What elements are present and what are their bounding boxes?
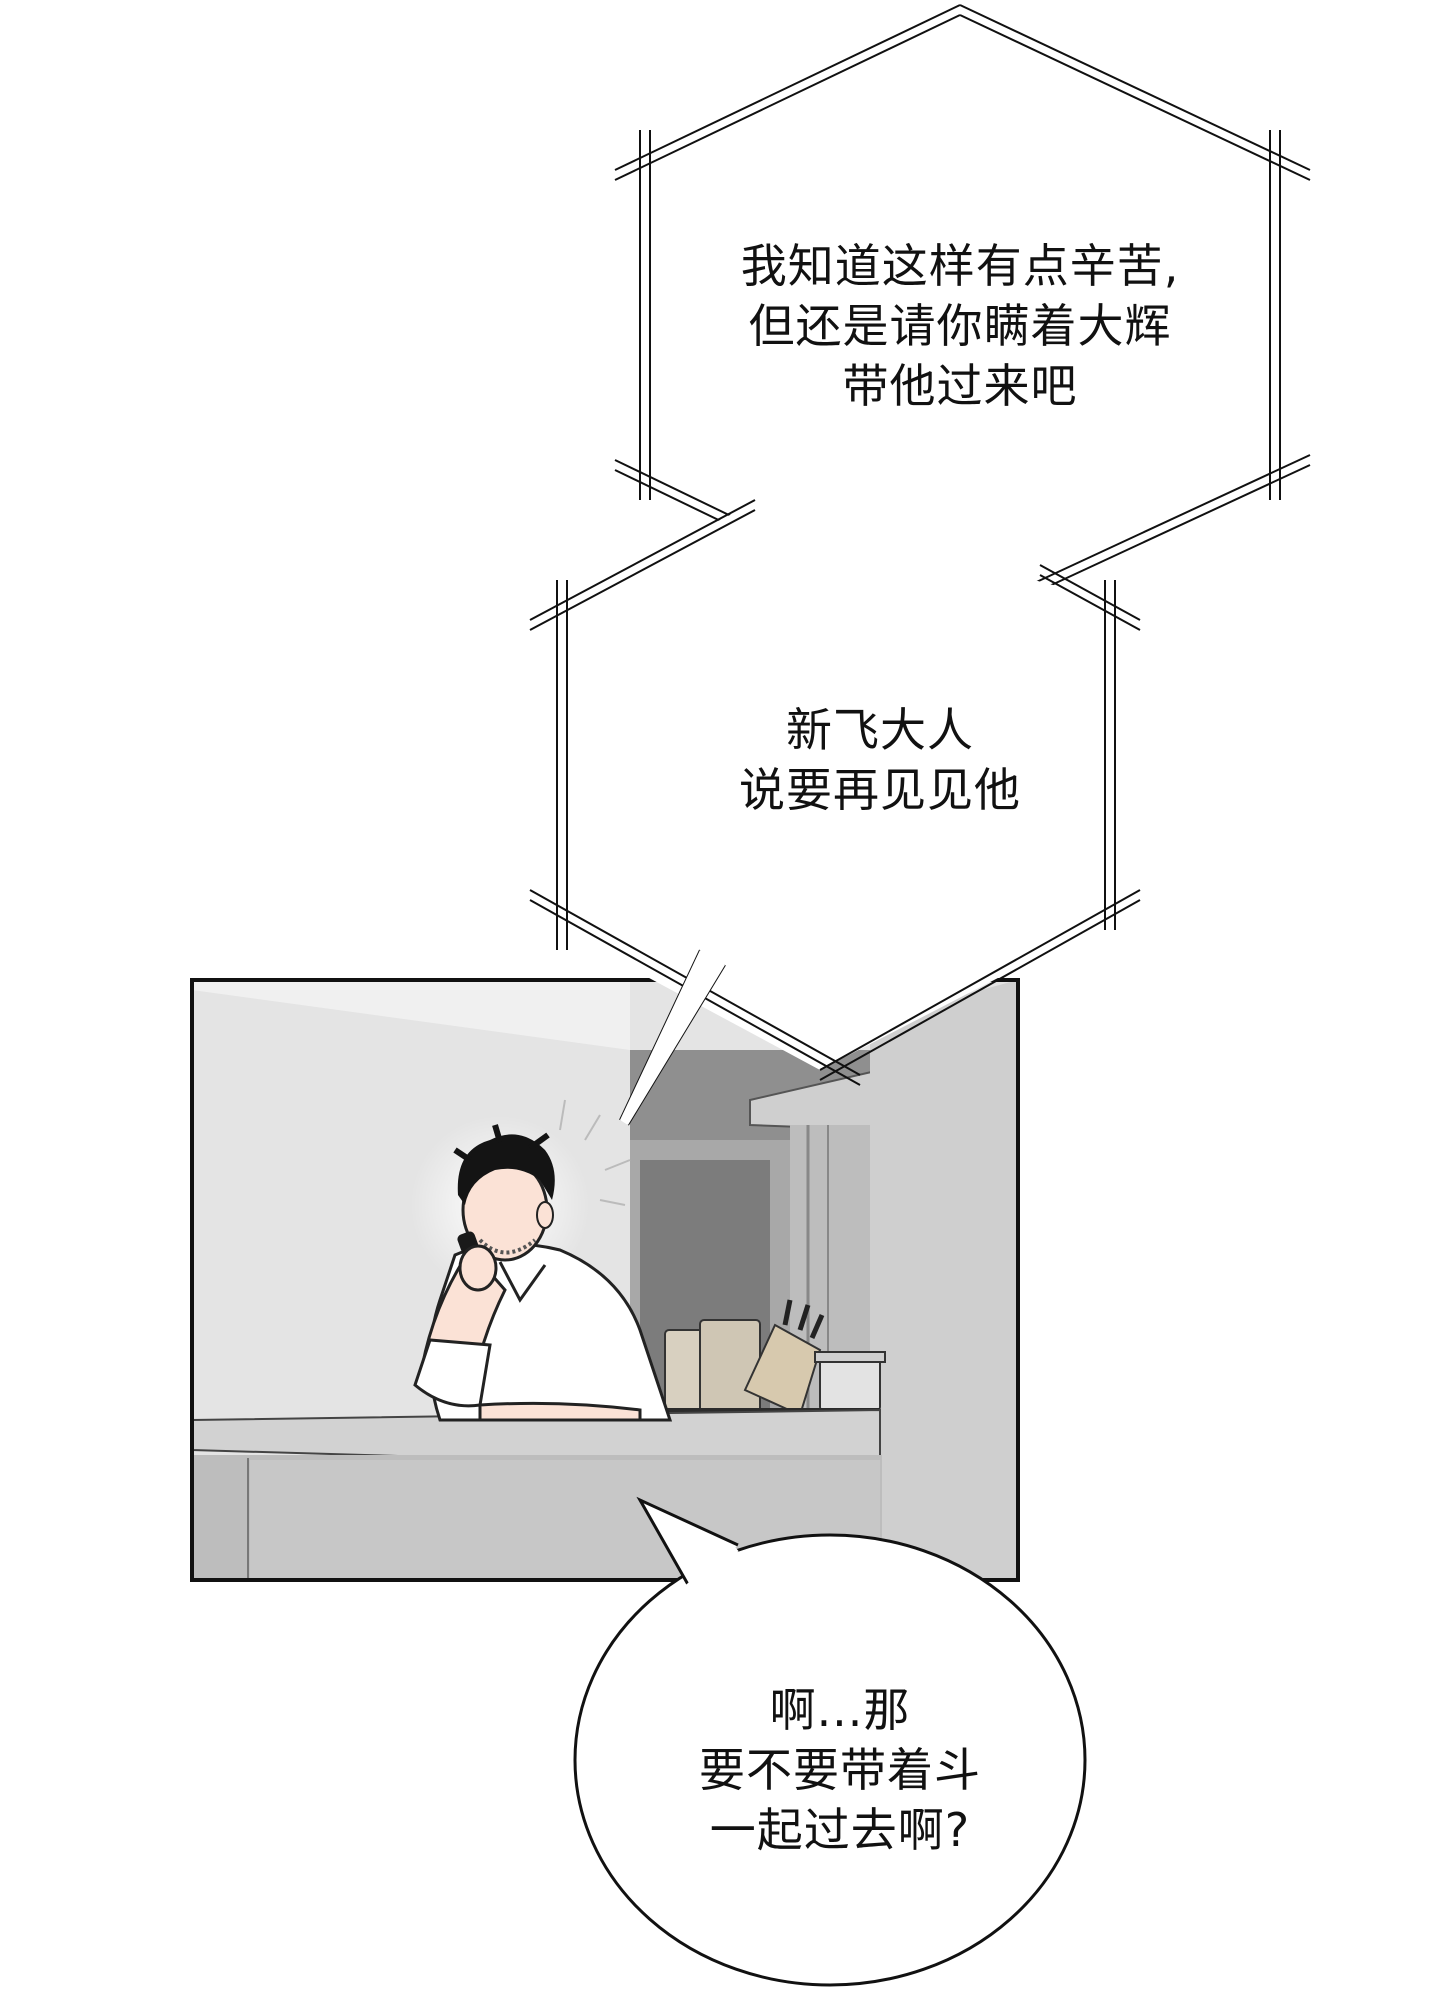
telepathy-middle-line-1: 新飞大人 xyxy=(786,703,974,757)
telepathy-top-line-2: 但还是请你瞒着大辉 xyxy=(748,299,1172,353)
telepathy-bubble-middle xyxy=(529,499,1141,1126)
speech-bottom-text: 啊...那 要不要带着斗 一起过去啊? xyxy=(600,1680,1080,1860)
telepathy-top-line-1: 我知道这样有点辛苦, xyxy=(740,239,1180,293)
man-on-phone-illustration xyxy=(410,1099,673,1422)
speech-bubble-bottom xyxy=(573,1496,1087,1987)
telepathy-middle-text: 新飞大人 说要再见见他 xyxy=(620,700,1140,820)
telepathy-top-line-3: 带他过来吧 xyxy=(842,359,1078,413)
speech-bottom-line-1: 啊...那 xyxy=(769,1683,911,1737)
telepathy-bubble-top xyxy=(614,4,1311,596)
telepathy-top-text: 我知道这样有点辛苦, 但还是请你瞒着大辉 带他过来吧 xyxy=(660,236,1260,416)
speech-bottom-line-2: 要不要带着斗 xyxy=(699,1743,981,1797)
kitchen-panel xyxy=(190,978,1020,1582)
telepathy-middle-line-2: 说要再见见他 xyxy=(739,763,1021,817)
speech-bottom-line-3: 一起过去啊? xyxy=(709,1803,971,1857)
